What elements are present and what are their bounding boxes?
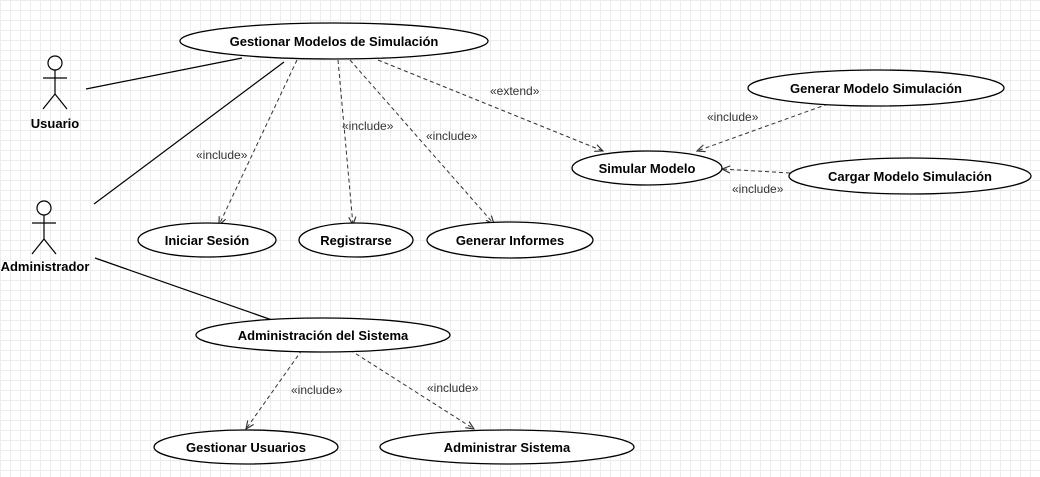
use-case-label: Gestionar Usuarios [186, 440, 306, 455]
use-case-label: Registrarse [320, 233, 392, 248]
use-case-label: Administrar Sistema [444, 440, 571, 455]
include-label-iniciar-sesion: «include» [196, 148, 248, 162]
use-case-gestionar-usuarios[interactable]: Gestionar Usuarios [153, 429, 339, 465]
include-arrow-registrarse[interactable] [337, 59, 353, 225]
use-case-administrar-sistema[interactable]: Administrar Sistema [379, 429, 635, 465]
use-case-simular-modelo[interactable]: Simular Modelo [571, 150, 723, 186]
include-label-generar-modelo-simulacion: «include» [707, 110, 759, 124]
use-case-label: Iniciar Sesión [165, 233, 250, 248]
include-arrow-gestionar-usuarios[interactable] [246, 349, 303, 429]
include-arrow-generar-modelo-simulacion[interactable] [697, 103, 829, 151]
include-label-administrar-sistema: «include» [427, 381, 479, 395]
association-administrador-administracion-sistema[interactable] [94, 257, 273, 321]
include-arrow-generar-informes[interactable] [349, 59, 494, 224]
include-label-registrarse: «include» [342, 119, 394, 133]
actor-usuario[interactable]: Usuario [31, 55, 79, 131]
use-case-label: Simular Modelo [599, 161, 696, 176]
include-label-gestionar-usuarios: «include» [291, 383, 343, 397]
use-case-gestionar-modelos[interactable]: Gestionar Modelos de Simulación [179, 22, 489, 60]
include-arrow-iniciar-sesion[interactable] [219, 59, 298, 225]
actor-label: Administrador [1, 259, 90, 274]
use-case-cargar-modelo-simulacion[interactable]: Cargar Modelo Simulación [788, 157, 1032, 195]
use-case-generar-modelo-simulacion[interactable]: Generar Modelo Simulación [747, 69, 1005, 107]
use-case-label: Cargar Modelo Simulación [828, 169, 992, 184]
use-case-generar-informes[interactable]: Generar Informes [426, 221, 594, 259]
include-arrow-cargar-modelo-simulacion[interactable] [722, 169, 791, 173]
include-label-cargar-modelo-simulacion: «include» [732, 182, 784, 196]
extend-arrow-simular-modelo[interactable] [377, 59, 603, 151]
actor-administrador[interactable]: Administrador [1, 200, 90, 274]
extend-label-simular-modelo: «extend» [490, 84, 540, 98]
stick-figure-icon [31, 200, 57, 255]
association-administrador-gestionar-modelos[interactable] [93, 61, 285, 205]
association-usuario-gestionar-modelos[interactable] [85, 57, 243, 90]
stick-figure-icon [42, 55, 68, 110]
use-case-registrarse[interactable]: Registrarse [298, 222, 414, 258]
use-case-label: Generar Modelo Simulación [790, 81, 962, 96]
use-case-label: Generar Informes [456, 233, 564, 248]
actor-label: Usuario [31, 116, 79, 131]
include-label-generar-informes: «include» [426, 129, 478, 143]
use-case-iniciar-sesion[interactable]: Iniciar Sesión [137, 222, 277, 258]
include-arrow-administrar-sistema[interactable] [349, 349, 474, 429]
use-case-label: Administración del Sistema [238, 328, 409, 343]
use-case-administracion-sistema[interactable]: Administración del Sistema [195, 317, 451, 353]
use-case-label: Gestionar Modelos de Simulación [230, 34, 439, 49]
